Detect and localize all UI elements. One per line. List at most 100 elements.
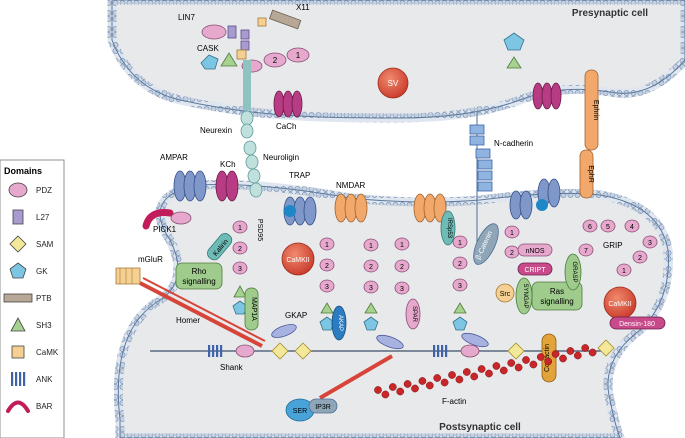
legend-item-camk: CaMK (11, 345, 59, 359)
cach-label: CaCh (276, 122, 296, 131)
actin-bead (425, 381, 434, 390)
actin-bead (455, 375, 464, 384)
legend-item-sh3: SH3 (10, 317, 52, 332)
svg-text:3: 3 (648, 240, 652, 247)
svg-text:3: 3 (369, 285, 373, 292)
svg-text:2: 2 (325, 263, 329, 270)
legend-item-sam: SAM (9, 235, 54, 253)
actin-bead (522, 356, 530, 364)
receptor-blue-2 (509, 190, 533, 220)
densin-label: Densin-180 (619, 321, 655, 328)
legend-item-ank: ANK (11, 372, 53, 386)
svg-text:1: 1 (369, 243, 373, 250)
legend-item-ptb: PTB (3, 293, 52, 303)
homer-protein (139, 281, 263, 348)
svg-text:2: 2 (273, 56, 278, 65)
legend-l27-icon (12, 209, 24, 225)
densin-protein (609, 316, 666, 330)
shank-pdz (235, 344, 255, 358)
actin-bead (588, 348, 597, 357)
svg-text:2: 2 (638, 255, 642, 262)
svg-text:1: 1 (458, 240, 462, 247)
svg-text:1: 1 (400, 242, 404, 249)
svg-text:3: 3 (458, 283, 462, 290)
camkii-postsynaptic (281, 242, 315, 276)
actin-bead (388, 383, 397, 391)
postsynaptic-cell-label: Postsynaptic cell (439, 422, 521, 433)
trap-receptor (283, 196, 317, 226)
actin-bead (381, 390, 390, 399)
calcium-channel (273, 90, 303, 118)
legend-l27-label: L27 (36, 213, 50, 222)
pick1-bar (142, 209, 174, 230)
svg-text:1: 1 (325, 242, 329, 249)
legend-sam-label: SAM (36, 240, 54, 249)
actin-bead (536, 353, 545, 361)
mglur-receptor (115, 267, 141, 285)
kch-channel (215, 170, 239, 202)
shank-sam (271, 342, 289, 360)
kalirin-protein (207, 233, 233, 261)
actin-bead (396, 387, 405, 396)
legend-item-gk: GK (9, 262, 48, 279)
legend-ptb-icon (3, 293, 33, 303)
legend-sh3-label: SH3 (36, 321, 52, 330)
lin7-cask-x11-complex: 2 1 (200, 9, 310, 110)
ip3r-protein (308, 398, 338, 414)
syngap-protein (515, 277, 533, 315)
actin-bead (559, 354, 567, 363)
rho-signalling (175, 262, 223, 290)
shank-sam-3 (507, 342, 525, 360)
legend-item-bar: BAR (6, 400, 53, 413)
camkii2-label: CaMKII (608, 301, 631, 308)
shank-label: Shank (220, 363, 244, 372)
ampar-label: AMPAR (160, 153, 188, 162)
src-protein (495, 283, 515, 303)
psd95-stacks: 1 2 3 1 2 3 1 2 3 1 2 3 1 2 3 1 2 (232, 220, 520, 331)
akap-label: AKAP (337, 315, 343, 331)
svg-text:1: 1 (296, 51, 301, 60)
grip-chain: 6 5 4 3 2 1 7 (578, 219, 658, 277)
src-label: Src (500, 291, 511, 298)
actin-bead (514, 363, 523, 372)
grasp-protein (564, 253, 582, 291)
svg-text:3: 3 (325, 284, 329, 291)
ip3r-link (318, 354, 394, 400)
mglur-label: mGluR (138, 255, 163, 264)
actin-bead (418, 377, 427, 385)
irsp53-label: IRSp53 (446, 218, 452, 239)
pre-gk-icon (503, 32, 525, 51)
actin-bead (374, 386, 382, 394)
svg-text:3: 3 (400, 286, 404, 293)
svg-text:2: 2 (369, 264, 373, 271)
nmdar-receptor (334, 193, 368, 223)
legend-camk-label: CaMK (36, 348, 59, 357)
sv-label: SV (388, 79, 399, 88)
legend-pdz-label: PDZ (36, 186, 52, 195)
actin-bead (507, 359, 516, 367)
cript-label: CRIPT (525, 267, 547, 274)
presynaptic-cell-label: Presynaptic cell (572, 8, 648, 19)
akap-protein (331, 305, 347, 341)
legend-camk-icon (11, 345, 25, 359)
cript-protein (517, 262, 553, 276)
nnos-label: nNOS (525, 248, 544, 255)
nmdar-receptor-2 (413, 193, 447, 223)
trap-label: TRAP (289, 171, 310, 180)
neuroligin-label: Neuroligin (263, 153, 299, 162)
neurexin-label: Neurexin (200, 126, 232, 135)
pick1-pdz (170, 211, 192, 225)
svg-text:5: 5 (606, 224, 610, 231)
svg-text:3: 3 (238, 266, 242, 273)
gkap-protein-3 (461, 332, 489, 348)
svg-text:2: 2 (238, 246, 242, 253)
nnos-protein (517, 243, 553, 257)
gkap-label: GKAP (285, 311, 307, 320)
gkap-protein (271, 324, 297, 338)
legend-ank-icon (11, 372, 26, 386)
ncadherin-label: N-cadherin (494, 139, 533, 148)
legend-bar-icon (6, 400, 30, 413)
actin-bead (492, 362, 501, 370)
